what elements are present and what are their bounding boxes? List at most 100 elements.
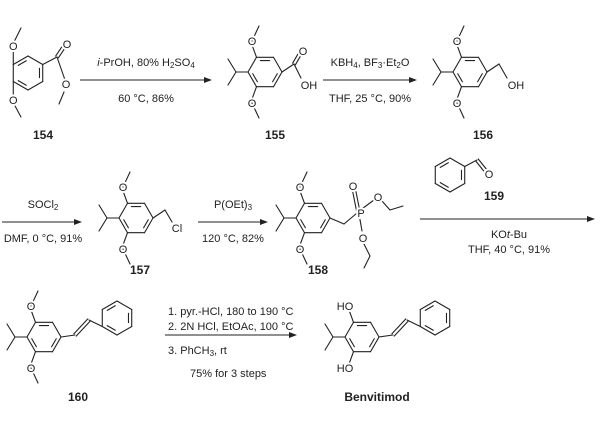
compound-label-benvitimod: Benvitimod (344, 390, 410, 404)
reagent-text-part: t (506, 229, 510, 241)
bond (251, 44, 258, 58)
bond (477, 158, 487, 170)
reagent-text-part: -Bu (509, 229, 528, 241)
bond (378, 334, 394, 338)
compound-label-157: 157 (129, 263, 151, 277)
atom-label-o: O (453, 36, 462, 48)
bond (299, 190, 306, 204)
bond (227, 58, 237, 73)
bond (101, 325, 118, 336)
atom-label-o: O (119, 182, 128, 194)
bond (369, 338, 375, 348)
bond (116, 300, 133, 311)
bond (363, 255, 371, 269)
step-3-conditions-below: DMF, 0 °C, 91% (4, 233, 82, 246)
bond (26, 336, 37, 353)
reagent-text-part: THF, 40 °C, 91% (467, 244, 551, 256)
bond (143, 202, 154, 219)
atom-label-oh: OH (508, 80, 525, 92)
bond (434, 300, 451, 311)
bond (51, 336, 62, 353)
bond (292, 50, 301, 64)
atom-label-o: O (63, 39, 72, 51)
bond (348, 309, 355, 323)
reagent-text-part: 2. 2N HCl, EtOAc, 100 °C (168, 321, 294, 333)
bond (55, 43, 65, 57)
step-4-conditions-above: P(OEt)3 (214, 199, 252, 212)
bond (344, 336, 355, 353)
bond (13, 103, 22, 118)
bond (329, 217, 345, 225)
bond (88, 319, 103, 328)
reagent-text-part: KO (490, 229, 507, 241)
bond (30, 367, 39, 384)
bond (432, 71, 442, 86)
atom-label-o: O (119, 244, 128, 256)
reagent-text-part: 60 °C, 86% (118, 93, 174, 105)
arrowhead-5 (587, 216, 595, 222)
atom-label-o: O (453, 98, 462, 110)
bond (424, 325, 434, 331)
atom-label-o: O (62, 79, 71, 91)
bond (369, 321, 380, 338)
reagent-text-part: DMF, 0 °C, 91% (3, 233, 83, 245)
step-5-conditions-below: KOt-Bu (491, 229, 527, 242)
atom-label-o: O (27, 363, 36, 375)
bond (251, 86, 258, 100)
bond (457, 73, 463, 83)
reagent-text-part: 3 (247, 203, 253, 212)
reagent-text-part: -PrOH, 80% H (99, 57, 170, 69)
atom-label-o: O (299, 46, 308, 58)
arrowhead-4 (260, 219, 268, 225)
reagent-text-part: 3 (377, 61, 383, 70)
bond (456, 86, 463, 100)
compound-label-155: 155 (264, 128, 286, 142)
reagent-text-part: , BF (357, 57, 378, 69)
bond (351, 189, 357, 211)
bond (6, 336, 16, 351)
bond (299, 232, 306, 246)
atom-label-o: O (296, 244, 305, 256)
arrowhead-2 (409, 77, 417, 83)
atom-label-o: O (359, 233, 368, 245)
bond (30, 290, 39, 307)
reagent-text-part: 120 °C, 82% (202, 233, 264, 245)
bond (389, 205, 404, 211)
bond (56, 56, 66, 81)
bond (369, 336, 380, 353)
bond (251, 25, 260, 42)
reagent-text-part: THF, 25 °C, 90% (328, 93, 412, 105)
bond (348, 351, 355, 365)
compound-label-160: 160 (67, 390, 89, 404)
bond (17, 60, 27, 66)
bond (275, 204, 285, 219)
step-6-yield: 75% for 3 steps (190, 368, 267, 380)
reagent-text-part: P(OEt) (213, 199, 248, 211)
atom-label-oh: OH (301, 80, 318, 92)
bond (27, 80, 44, 91)
atom-label-o: O (374, 192, 383, 204)
reagent-text-part: 2 (53, 203, 59, 212)
bond (349, 338, 355, 348)
bond (106, 305, 116, 311)
bond (498, 63, 508, 79)
reagent-text-part: 3 (209, 349, 215, 358)
step-6-conditions-above: 2. 2N HCl, EtOAc, 100 °C (168, 321, 293, 334)
bond (118, 217, 129, 234)
bond (432, 58, 442, 73)
bond (31, 338, 37, 348)
bond (275, 217, 285, 232)
bond (122, 190, 129, 204)
bond (272, 73, 278, 83)
bond (13, 27, 22, 43)
bond (60, 334, 76, 338)
bond (106, 325, 116, 331)
reagent-text-part: O (400, 57, 410, 69)
bond (477, 56, 488, 73)
bond (98, 217, 108, 232)
bond (30, 351, 37, 365)
bond (324, 323, 334, 338)
bond (122, 232, 129, 246)
bond (343, 212, 358, 225)
bond (363, 243, 371, 257)
